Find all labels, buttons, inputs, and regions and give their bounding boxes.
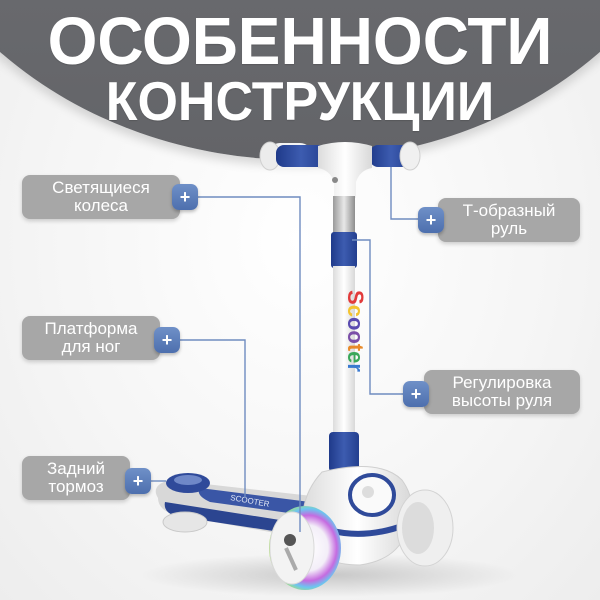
callout-text-line2: высоты руля bbox=[451, 391, 553, 410]
line-height bbox=[352, 239, 405, 395]
callout-text-line1: Т-образный bbox=[462, 201, 556, 220]
callout-text-line1: Регулировка bbox=[452, 373, 552, 392]
callout-foot-platform: Платформа для ног bbox=[22, 316, 160, 360]
callout-rear-brake: Задний тормоз bbox=[22, 456, 130, 500]
plus-icon[interactable]: + bbox=[172, 184, 198, 210]
plus-icon[interactable]: + bbox=[418, 207, 444, 233]
page-title-line1: ОСОБЕННОСТИ bbox=[47, 3, 553, 79]
stem-logo-text: Scooter bbox=[343, 290, 368, 372]
line-platform bbox=[170, 339, 246, 498]
callout-text-line2: колеса bbox=[73, 196, 129, 215]
callout-t-handlebar: Т-образный руль bbox=[438, 198, 580, 242]
plus-icon[interactable]: + bbox=[125, 468, 151, 494]
callout-text-line1: Задний bbox=[46, 459, 106, 478]
plus-icon[interactable]: + bbox=[154, 327, 180, 353]
callout-text-line1: Светящиеся bbox=[52, 178, 150, 197]
callout-height-adjustment: Регулировка высоты руля bbox=[424, 370, 580, 414]
line-handlebar bbox=[390, 167, 418, 220]
line-wheels bbox=[198, 196, 301, 532]
callout-text-line2: тормоз bbox=[48, 477, 104, 496]
callout-text-line2: руль bbox=[490, 219, 528, 238]
callout-text-line1: Платформа bbox=[44, 319, 138, 338]
page-title-line2: КОНСТРУКЦИИ bbox=[105, 71, 495, 133]
plus-icon[interactable]: + bbox=[403, 381, 429, 407]
callout-light-up-wheels: Светящиеся колеса bbox=[22, 175, 180, 219]
callout-text-line2: для ног bbox=[61, 337, 121, 356]
